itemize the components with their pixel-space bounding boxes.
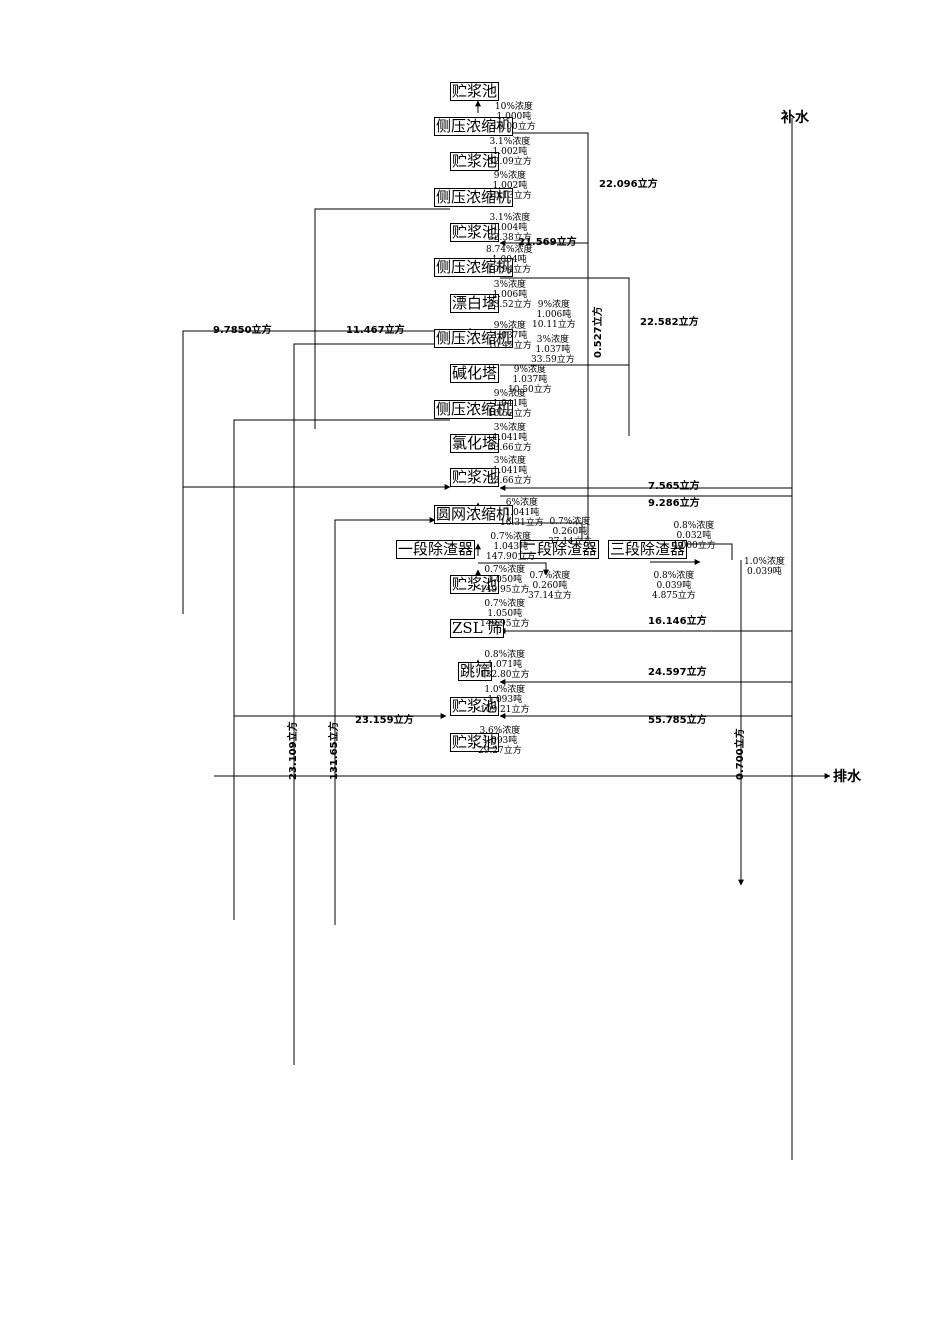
flow-label: 21.569立方: [518, 237, 577, 248]
unit-storage-chest: 贮浆池: [450, 223, 500, 242]
unit-storage-chest: 贮浆池: [450, 733, 500, 752]
flow-label: 24.597立方: [648, 667, 707, 678]
flow-label: 23.159立方: [355, 715, 414, 726]
vertical-flow-label: 0.700立方: [735, 728, 746, 780]
flow-label: 22.582立方: [640, 317, 699, 328]
unit-jump-screen: 跳筛: [458, 662, 493, 681]
vertical-flow-label: 23.109立方: [288, 721, 299, 780]
unit-side-press-thickener: 侧压浓缩机: [434, 117, 514, 136]
unit-chlorination-tower: 氯化塔: [450, 434, 500, 453]
unit-storage-chest: 贮浆池: [450, 152, 500, 171]
unit-side-press-thickener: 侧压浓缩机: [434, 258, 514, 277]
unit-storage-chest: 贮浆池: [450, 575, 500, 594]
flow-label: 7.565立方: [648, 481, 700, 492]
unit-zsl-screen: ZSL 筛: [450, 619, 505, 638]
unit-first-stage-cleaner: 一段除渣器: [396, 540, 476, 559]
vertical-flow-label: 131.65立方: [329, 721, 340, 780]
flow-label: 11.467立方: [346, 325, 405, 336]
flow-label: 16.146立方: [648, 616, 707, 627]
flow-label: 22.096立方: [599, 179, 658, 190]
unit-alkali-tower: 碱化塔: [450, 364, 500, 383]
vertical-flow-label: 0.527立方: [593, 306, 604, 358]
unit-side-press-thickener: 侧压浓缩机: [434, 188, 514, 207]
drain-label: 排水: [833, 769, 861, 785]
unit-third-stage-cleaner: 三段除渣器: [608, 540, 688, 559]
unit-storage-chest: 贮浆池: [450, 468, 500, 487]
unit-cylinder-thickener: 圆网浓缩机: [434, 505, 514, 524]
flow-label: 9.286立方: [648, 498, 700, 509]
flow-label: 55.785立方: [648, 715, 707, 726]
flow-label: 9.7850立方: [213, 325, 272, 336]
makeup-water-label: 补水: [781, 110, 809, 126]
unit-bleaching-tower: 漂白塔: [450, 294, 500, 313]
unit-second-stage-cleaner: 二段除渣器: [520, 540, 600, 559]
unit-storage-chest: 贮浆池: [450, 697, 500, 716]
unit-side-press-thickener: 侧压浓缩机: [434, 400, 514, 419]
unit-storage-chest: 贮浆池: [450, 82, 500, 101]
unit-side-press-thickener: 侧压浓缩机: [434, 329, 514, 348]
